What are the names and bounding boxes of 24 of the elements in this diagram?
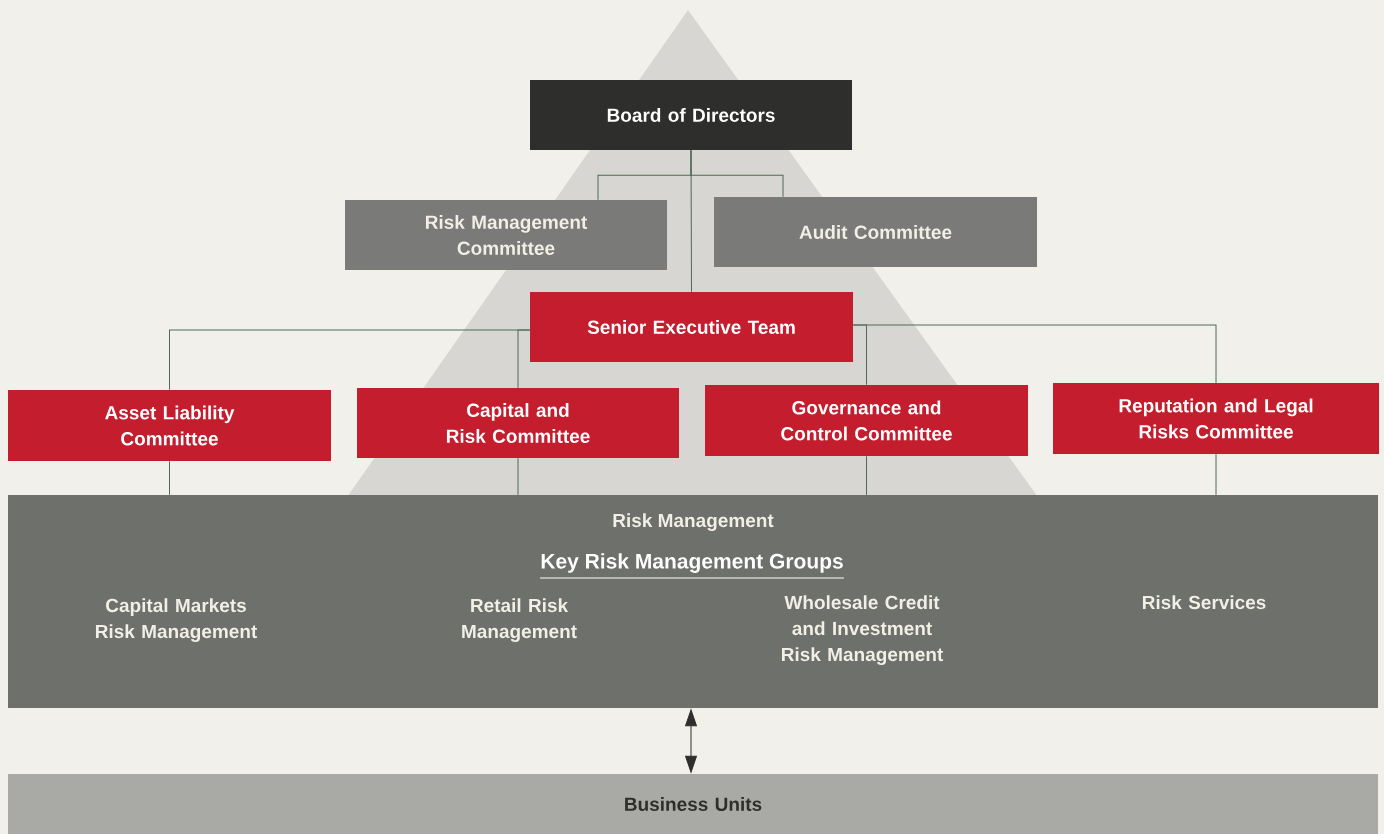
connector-line xyxy=(852,324,1217,384)
group-label: Risk Services xyxy=(1142,595,1266,610)
business-units-band: Business Units xyxy=(8,774,1379,834)
committee-box: Asset Liability Committee xyxy=(8,390,331,461)
committee-box: Risk Management Committee xyxy=(345,200,667,270)
connector-line xyxy=(690,149,692,293)
committee-box: Audit Committee xyxy=(714,197,1037,267)
band-heading: Risk Management xyxy=(613,513,774,531)
connector-line xyxy=(169,460,170,496)
connector-line xyxy=(866,455,867,496)
committee-box: Capital and Risk Committee xyxy=(357,388,679,458)
group-label: Retail Risk Management xyxy=(462,598,577,642)
connector-line xyxy=(517,457,519,496)
underlined-heading: Key Risk Management Groups xyxy=(539,553,845,579)
connector-line xyxy=(517,329,531,389)
group-label: Capital Markets Risk Management xyxy=(95,598,258,642)
committee-box: Governance and Control Committee xyxy=(705,385,1028,456)
board-box: Board of Directors xyxy=(530,80,852,150)
executive-box: Senior Executive Team xyxy=(530,292,853,362)
risk-management-band xyxy=(8,495,1379,708)
group-label: Wholesale Credit and Investment Risk Management xyxy=(782,595,944,665)
connector-line xyxy=(1215,453,1217,496)
double-arrow xyxy=(685,709,697,773)
committee-box: Reputation and Legal Risks Committee xyxy=(1053,383,1379,454)
